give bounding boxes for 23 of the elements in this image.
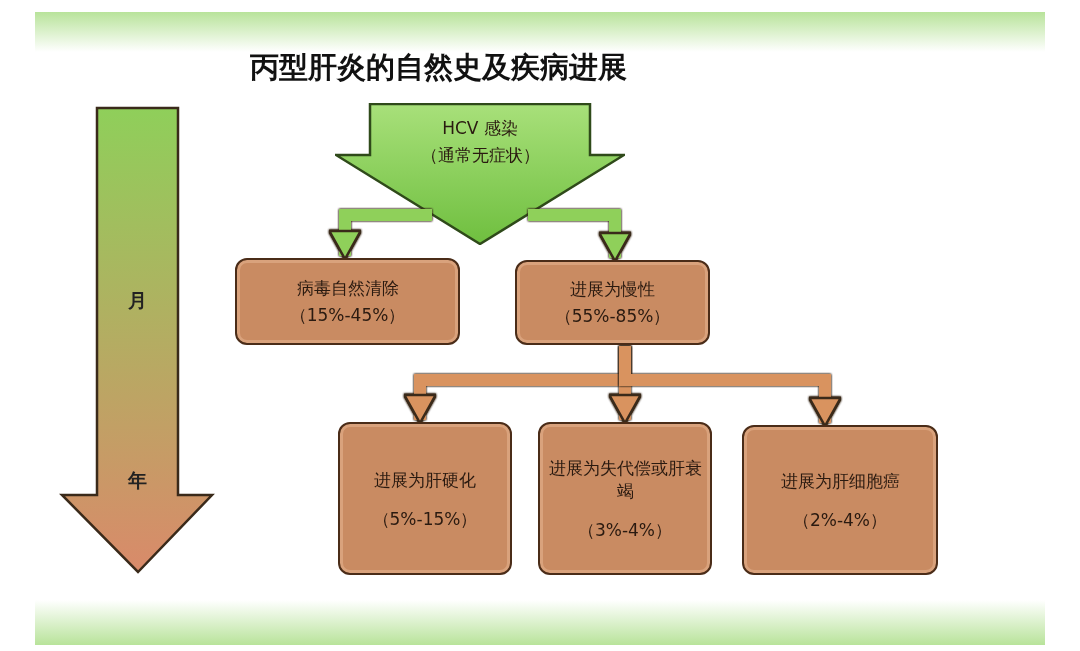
arrow-shape [335, 103, 625, 245]
node-percentage: （3%-4%） [577, 518, 673, 542]
node-title: 进展为慢性 [570, 277, 655, 301]
node-percentage: （15%-45%） [289, 303, 406, 327]
arrow [328, 209, 432, 261]
node-percentage: （通常无症状） [420, 143, 540, 167]
node-percentage: （2%-4%） [792, 509, 888, 532]
diagram-title: 丙型肝炎的自然史及疾病进展 [250, 49, 627, 86]
node-title: 病毒自然清除 [296, 276, 399, 300]
node-percentage: （5%-15%） [372, 507, 478, 531]
time-label: 月 [128, 288, 147, 313]
process-box [742, 425, 938, 575]
process-box [515, 260, 710, 345]
node-percentage: （55%-85%） [554, 304, 671, 328]
process-box [538, 422, 712, 575]
arrow [528, 209, 632, 263]
time-label: 年 [128, 468, 147, 493]
process-box [235, 258, 460, 345]
node-title: 进展为肝细胞癌 [780, 470, 900, 493]
process-box [338, 422, 512, 575]
node-title: HCV 感染 [442, 117, 518, 140]
node-title: 进展为肝硬化 [374, 468, 476, 492]
node-title: 进展为失代偿或肝衰竭 [548, 457, 702, 503]
